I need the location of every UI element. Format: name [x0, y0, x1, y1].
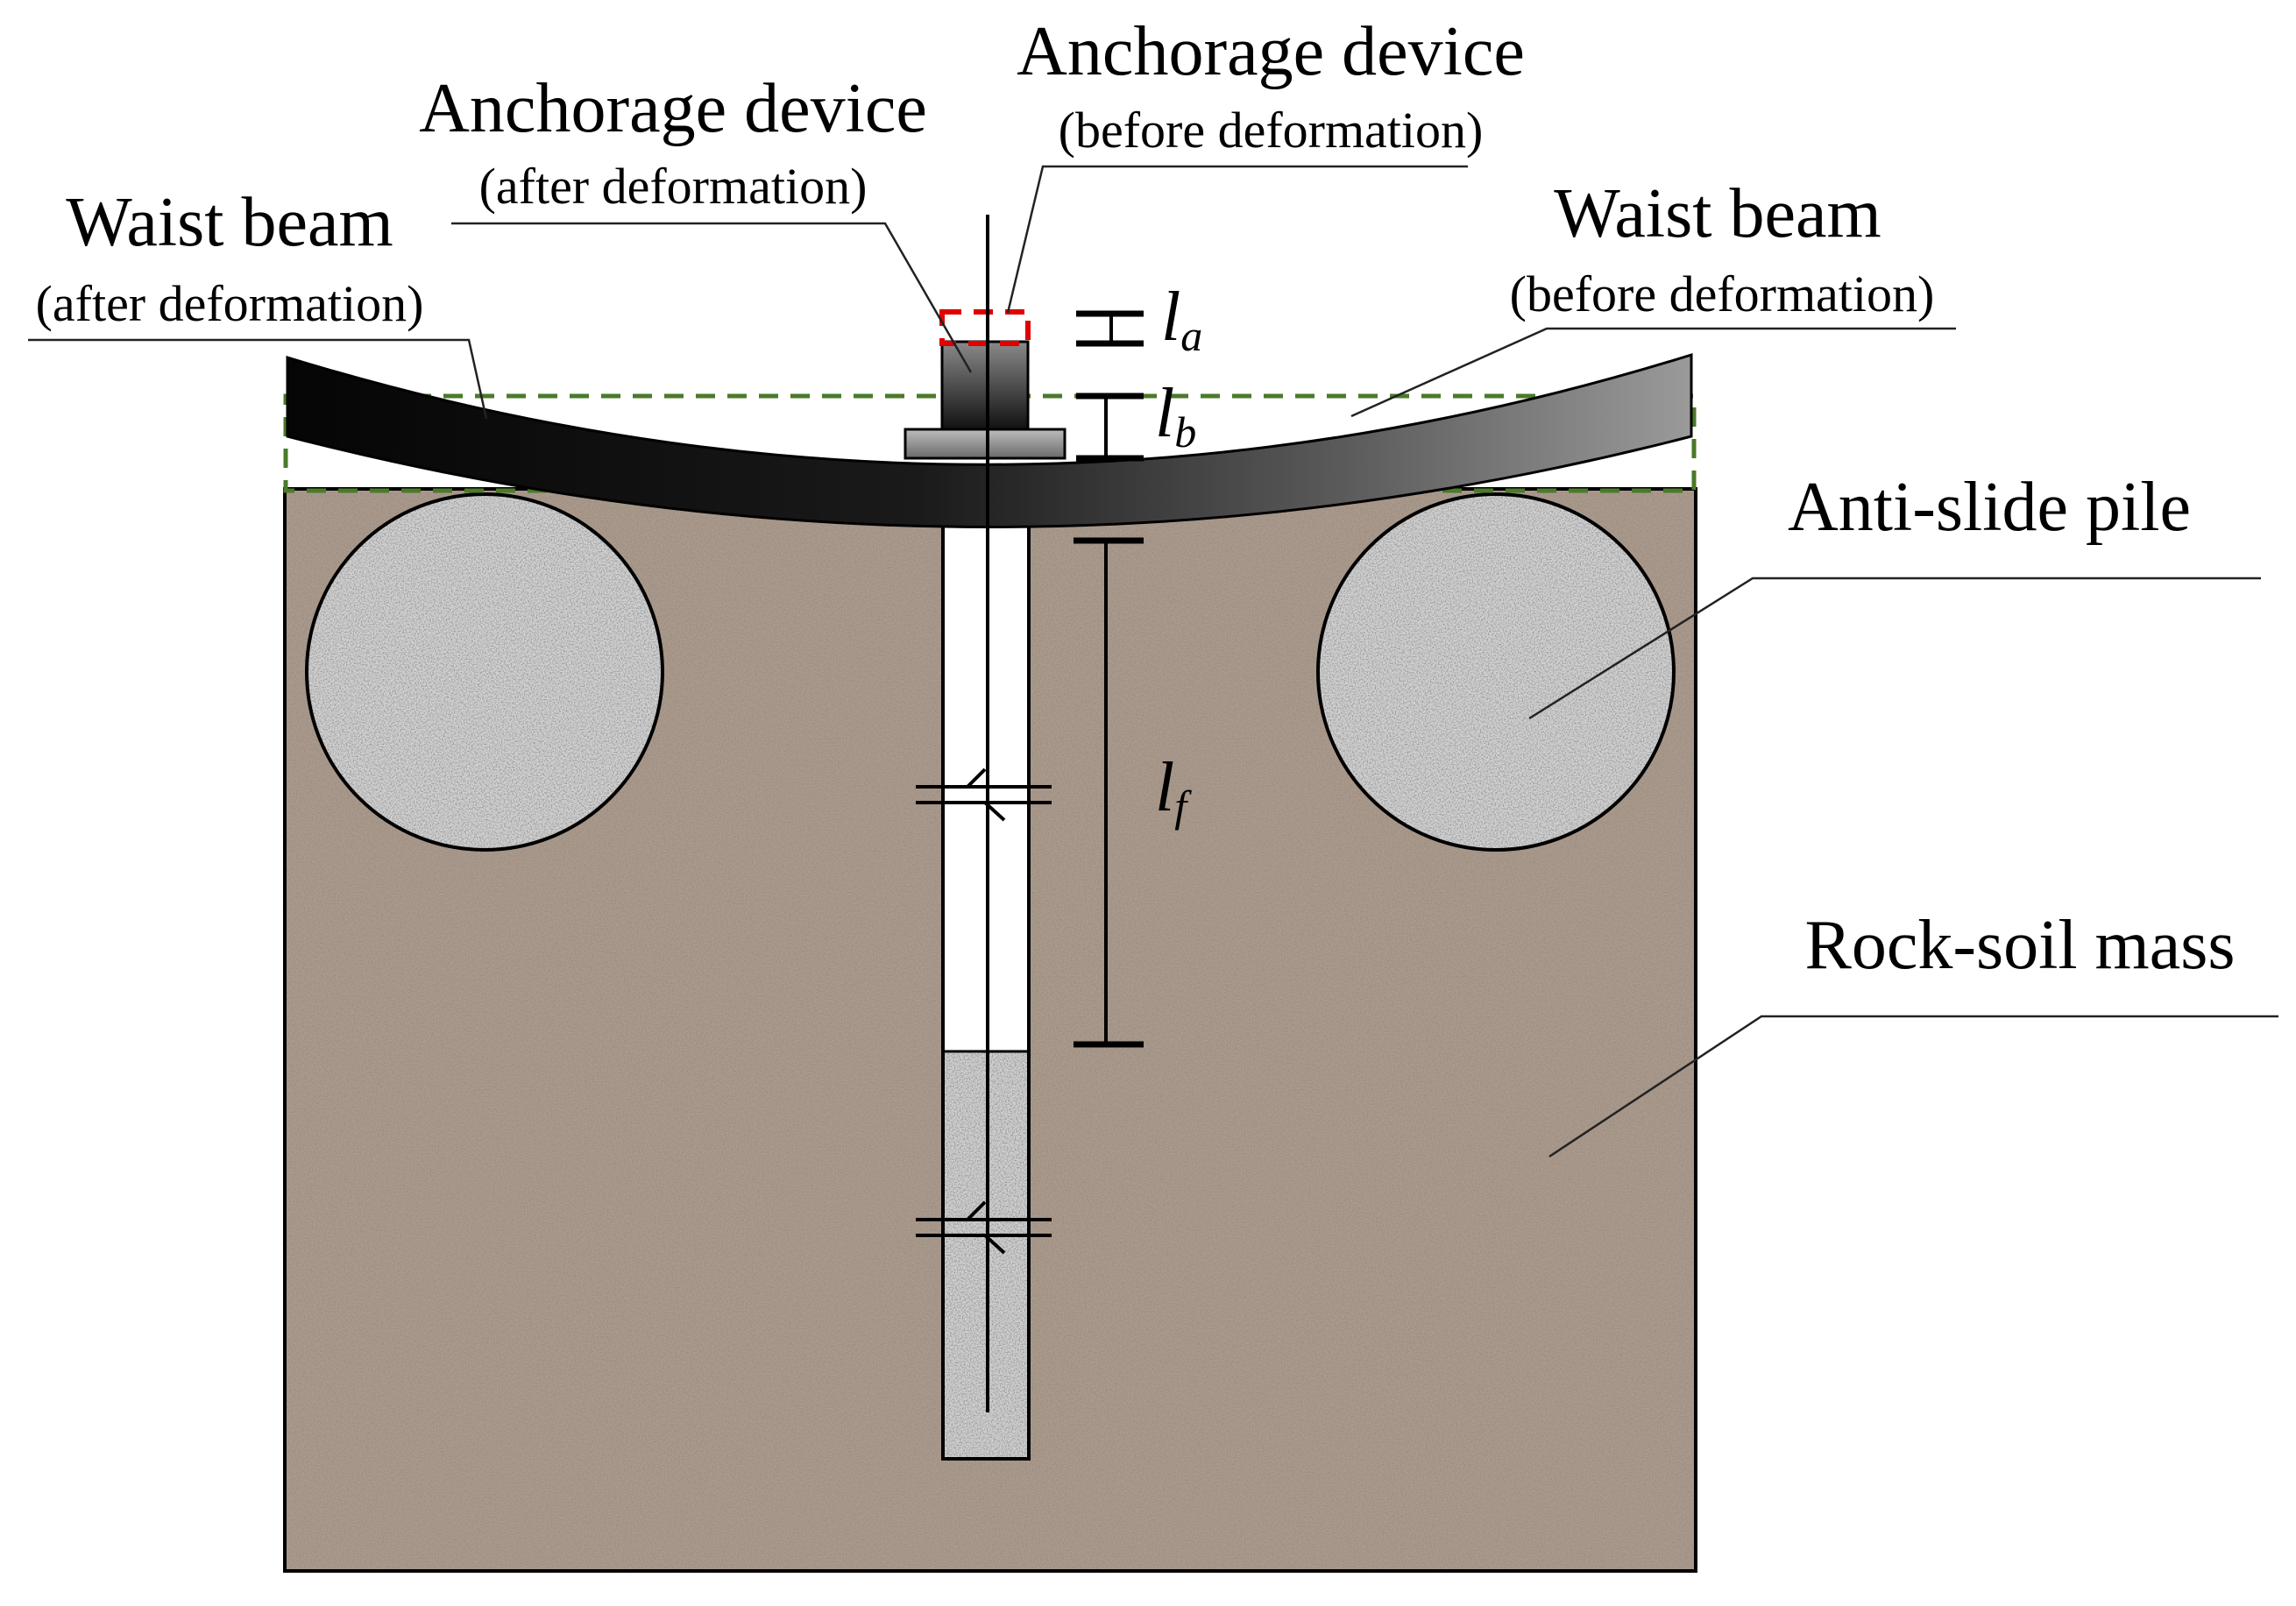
anti-slide-pile-label: Anti-slide pile — [1788, 469, 2191, 546]
dimension-la — [1076, 310, 1144, 347]
anchorage-before-title: Anchorage device — [1017, 13, 1525, 90]
leader-lines — [28, 165, 2278, 1158]
waist-beam-before-subtitle: (before deformation) — [1510, 265, 1935, 322]
dimension-lf — [1074, 537, 1144, 1048]
anti-slide-pile-right — [1316, 492, 1676, 852]
rock-soil-mass-label: Rock-soil mass — [1804, 907, 2235, 984]
anchorage-after-title: Anchorage device — [419, 70, 927, 147]
label-lb: lb — [1155, 375, 1196, 456]
break-mark-upper — [916, 768, 1052, 822]
waist-beam-before-title: Waist beam — [1554, 175, 1881, 252]
waist-beam-after-deformation — [286, 352, 1693, 528]
dimension-lb — [1076, 393, 1144, 462]
anchorage-device-before-deformation — [939, 309, 1031, 346]
waist-beam-after-subtitle: (after deformation) — [36, 275, 424, 332]
anti-slide-pile-left — [305, 492, 664, 852]
label-la: la — [1161, 279, 1202, 360]
anchorage-after-subtitle: (after deformation) — [479, 158, 868, 215]
anchorage-device-after-deformation — [904, 340, 1067, 460]
anchorage-before-subtitle: (before deformation) — [1059, 102, 1484, 159]
waist-beam-after-title: Waist beam — [66, 184, 393, 261]
